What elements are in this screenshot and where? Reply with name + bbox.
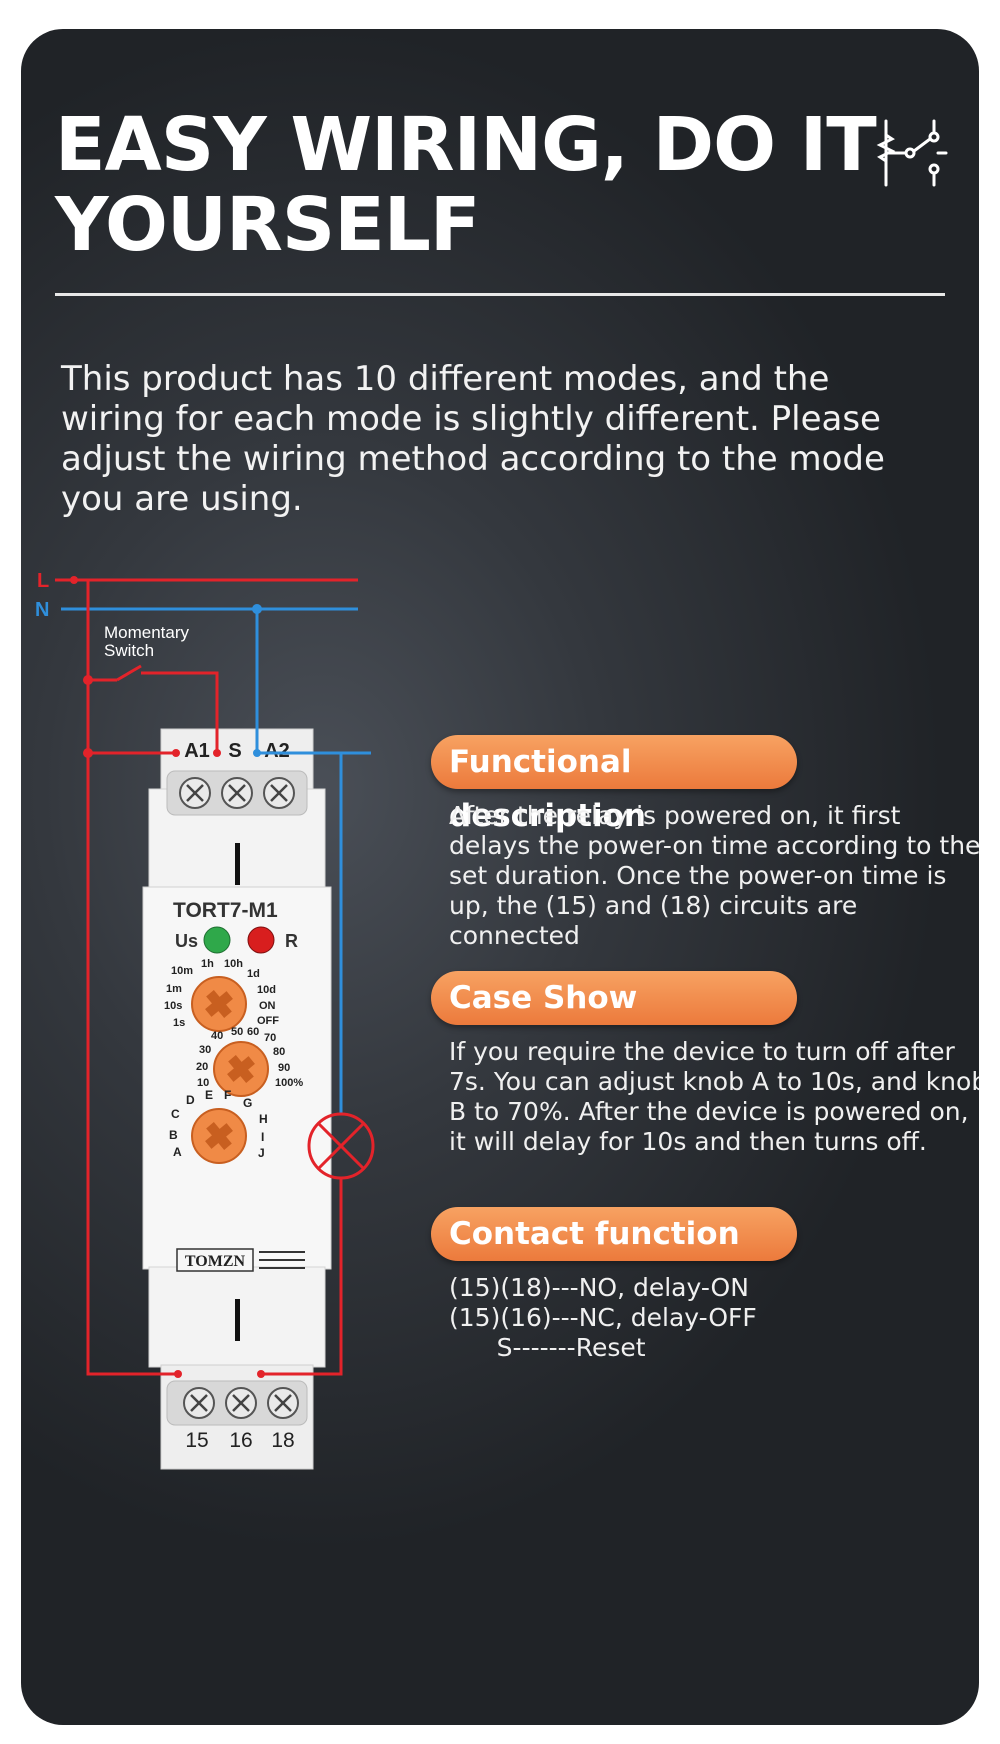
knob-c-tick: G bbox=[243, 1096, 252, 1110]
terminal-a2-label: A2 bbox=[264, 740, 290, 762]
brand-logo: TOMZN bbox=[185, 1253, 246, 1270]
live-wire bbox=[86, 580, 178, 1376]
knob-a-tick: 1h bbox=[201, 958, 214, 970]
switch-label-1: Momentary bbox=[104, 623, 190, 642]
knob-a[interactable] bbox=[191, 976, 247, 1032]
knob-b[interactable] bbox=[213, 1041, 269, 1097]
knob-c-tick: F bbox=[224, 1088, 231, 1102]
page-title: EASY WIRING, DO IT YOURSELF bbox=[55, 102, 877, 268]
model-label: TORT7-M1 bbox=[173, 899, 278, 922]
contact-line: S-------Reset bbox=[449, 1333, 646, 1362]
terminal-16-label: 16 bbox=[229, 1429, 252, 1452]
knob-a-tick: 10m bbox=[171, 965, 193, 977]
wiring-lines: L N Momentary Switch bbox=[35, 570, 375, 1378]
knob-c-tick: B bbox=[169, 1128, 178, 1142]
line-n-label: N bbox=[35, 599, 49, 621]
contact-function-list: (15)(18)---NO, delay-ON (15)(16)---NC, d… bbox=[449, 1273, 979, 1363]
knob-c-tick: J bbox=[258, 1146, 265, 1160]
knob-c[interactable] bbox=[191, 1108, 247, 1164]
knob-c-tick: E bbox=[205, 1088, 213, 1102]
knob-c-tick: D bbox=[186, 1093, 195, 1107]
functional-description-text: After the relay is powered on, it first … bbox=[449, 801, 979, 950]
terminal-18-label: 18 bbox=[271, 1429, 294, 1452]
momentary-switch[interactable] bbox=[116, 664, 142, 682]
knob-b-tick: 50 bbox=[231, 1026, 243, 1038]
knob-b-tick: 60 bbox=[247, 1026, 259, 1038]
title-line-2: YOURSELF bbox=[55, 182, 480, 268]
knob-b-tick: 20 bbox=[196, 1061, 208, 1073]
wiring-diagram: A1 S A2 15 16 18 TORT7-M1 Us R 10m 1h 10… bbox=[142, 728, 332, 1470]
line-l-label: L bbox=[37, 570, 49, 592]
knob-c-tick: I bbox=[261, 1130, 264, 1144]
wiring-icon bbox=[876, 119, 948, 187]
knob-a-tick: 1d bbox=[247, 968, 260, 980]
knob-c-tick: C bbox=[171, 1107, 180, 1121]
case-show-header: Case Show bbox=[431, 971, 797, 1025]
switch-label-2: Switch bbox=[104, 641, 154, 660]
product-card: EASY WIRING, DO IT YOURSELF This product… bbox=[21, 29, 979, 1725]
contact-line: (15)(16)---NC, delay-OFF bbox=[449, 1303, 757, 1332]
knob-a-tick: 1m bbox=[166, 983, 182, 995]
title-line-1: EASY WIRING, DO IT bbox=[55, 102, 877, 188]
knob-b-tick: 90 bbox=[278, 1062, 290, 1074]
knob-a-tick: 10d bbox=[257, 984, 276, 996]
case-show-text: If you require the device to turn off af… bbox=[449, 1037, 979, 1156]
relay-led bbox=[247, 926, 275, 954]
terminal-a1-label: A1 bbox=[184, 740, 210, 762]
led-r-label: R bbox=[285, 931, 298, 951]
title-divider bbox=[55, 293, 945, 296]
knob-b-tick: 40 bbox=[211, 1030, 223, 1042]
knob-b-tick: 10 bbox=[197, 1077, 209, 1089]
lamp-icon bbox=[307, 1112, 375, 1180]
intro-text: This product has 10 different modes, and… bbox=[61, 359, 885, 519]
brand-box bbox=[176, 1248, 254, 1272]
power-led bbox=[203, 926, 231, 954]
knob-b-tick: 80 bbox=[273, 1046, 285, 1058]
knob-a-tick: 10h bbox=[224, 958, 243, 970]
contact-line: (15)(18)---NO, delay-ON bbox=[449, 1273, 749, 1302]
contact-function-header: Contact function bbox=[431, 1207, 797, 1261]
knob-a-tick: 1s bbox=[173, 1017, 185, 1029]
functional-description-header: Functional description bbox=[431, 735, 797, 834]
terminal-15-label: 15 bbox=[185, 1429, 208, 1452]
led-us-label: Us bbox=[175, 931, 198, 951]
knob-c-tick: H bbox=[259, 1112, 268, 1126]
knob-b-tick: 30 bbox=[199, 1044, 211, 1056]
knob-b-tick: 70 bbox=[264, 1032, 276, 1044]
terminal-s-label: S bbox=[228, 740, 241, 762]
knob-b-tick: 100% bbox=[275, 1077, 303, 1089]
knob-a-tick: OFF bbox=[257, 1015, 279, 1027]
knob-c-tick: A bbox=[173, 1145, 182, 1159]
knob-a-tick: 10s bbox=[164, 1000, 182, 1012]
knob-a-tick: ON bbox=[259, 1000, 276, 1012]
